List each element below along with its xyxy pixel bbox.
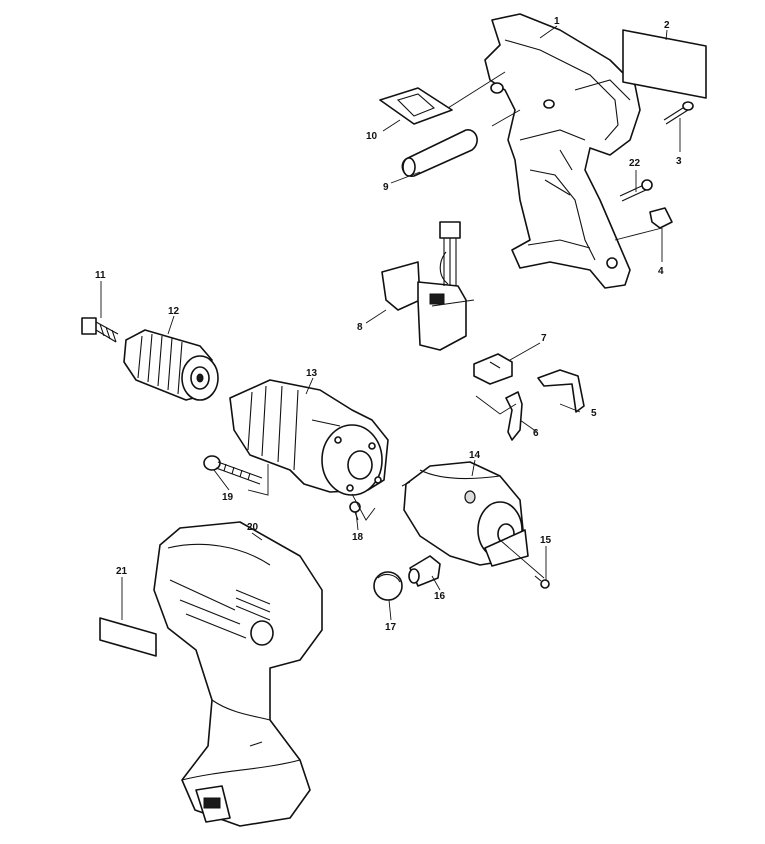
- callout-14: 14: [469, 450, 481, 461]
- part-15-screw: [534, 575, 550, 589]
- callout-7: 7: [541, 333, 547, 344]
- part-17-cap: [373, 571, 403, 601]
- part-8-switch: [381, 221, 467, 351]
- callout-15: 15: [540, 535, 552, 546]
- callout-20: 20: [247, 522, 259, 533]
- callout-labels: 1 2 3 4 5 6 7 8 9 10 11 12 13 14 15 16 1…: [95, 16, 682, 633]
- callout-10: 10: [366, 131, 378, 142]
- part-10-switch-plate: [379, 87, 453, 125]
- part-11-screw: [81, 317, 119, 343]
- callout-3: 3: [676, 156, 682, 167]
- callout-13: 13: [306, 368, 318, 379]
- callout-5: 5: [591, 408, 597, 419]
- callout-6: 6: [533, 428, 539, 439]
- part-1-housing-half: [484, 13, 641, 289]
- callout-22: 22: [629, 158, 641, 169]
- callout-8: 8: [357, 322, 363, 333]
- callout-19: 19: [222, 492, 234, 503]
- part-5-lever: [537, 369, 585, 413]
- part-6-lever: [505, 391, 523, 441]
- part-2-label: [622, 29, 707, 99]
- part-18-screw: [349, 501, 361, 521]
- callout-2: 2: [664, 20, 670, 31]
- part-19-screw: [203, 455, 263, 485]
- callout-4: 4: [658, 266, 664, 277]
- callout-9: 9: [383, 182, 389, 193]
- callout-12: 12: [168, 306, 180, 317]
- callout-11: 11: [95, 270, 106, 281]
- part-13-gear-assembly: [229, 379, 389, 496]
- callout-17: 17: [385, 622, 397, 633]
- part-4-clip: [649, 207, 673, 229]
- part-14-motor: [401, 461, 529, 567]
- part-7-terminal: [473, 353, 513, 385]
- part-20-housing-cover: [153, 521, 323, 827]
- part-22-screw: [619, 179, 653, 202]
- part-21-label: [99, 617, 157, 657]
- callout-1: 1: [554, 16, 560, 27]
- callout-16: 16: [434, 591, 446, 602]
- part-12-drill-chuck: [123, 329, 219, 401]
- part-9-roller: [401, 129, 478, 177]
- part-3-screw: [663, 101, 694, 125]
- callout-18: 18: [352, 532, 364, 543]
- callout-21: 21: [116, 566, 128, 577]
- part-16-brush-holder: [408, 555, 441, 587]
- leader-lines: [100, 25, 681, 621]
